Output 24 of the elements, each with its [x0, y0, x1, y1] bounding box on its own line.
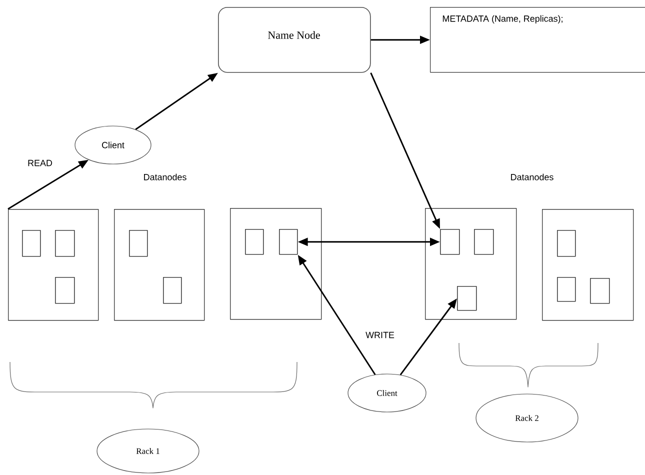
- block-box: [245, 229, 264, 255]
- block-box: [279, 229, 298, 255]
- block-box: [163, 277, 182, 304]
- datanode-box: [542, 209, 634, 321]
- block-box: [129, 230, 148, 257]
- block-box: [474, 229, 494, 255]
- name-node-box: Name Node: [218, 7, 371, 73]
- operation-label: READ: [28, 160, 52, 166]
- block-box: [557, 277, 576, 302]
- datanode-box: [425, 208, 517, 320]
- datanode-box: [230, 208, 322, 320]
- block-box: [440, 229, 460, 255]
- heading-label: Datanodes: [511, 174, 554, 180]
- metadata-box: METADATA (Name, Replicas);: [430, 7, 645, 73]
- datanode-box: [8, 209, 99, 321]
- block-box: [457, 286, 477, 311]
- block-box: [590, 278, 610, 304]
- block-box: [557, 230, 576, 257]
- datanode-box: [114, 209, 205, 321]
- heading-label: Datanodes: [144, 174, 186, 180]
- operation-label: WRITE: [366, 332, 394, 338]
- block-box: [55, 230, 75, 257]
- block-box: [22, 230, 41, 257]
- block-box: [55, 277, 75, 304]
